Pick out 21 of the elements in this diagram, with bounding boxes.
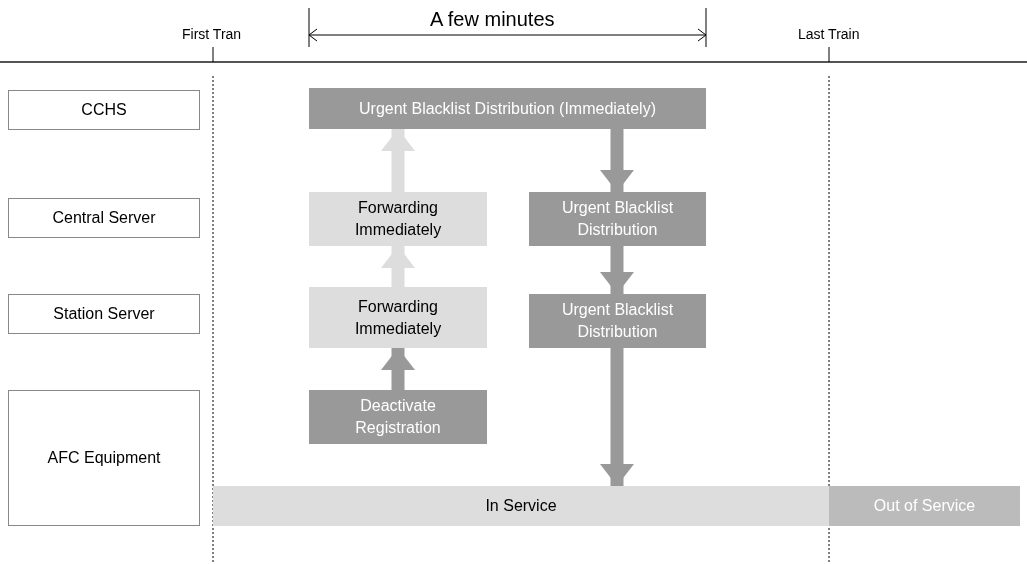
process-box: Urgent Blacklist Distribution — [529, 192, 706, 246]
block-arrow — [381, 246, 415, 287]
lane-label-box: CCHS — [8, 90, 200, 130]
status-bar: Out of Service — [829, 486, 1020, 526]
block-arrow — [600, 129, 634, 192]
time-label: First Tran — [182, 26, 242, 42]
duration-label: A few minutes — [430, 8, 555, 31]
process-box: Forwarding Immediately — [309, 287, 487, 348]
status-bar: In Service — [213, 486, 829, 526]
block-arrow — [600, 246, 634, 294]
process-box: Deactivate Registration — [309, 390, 487, 444]
block-arrow — [381, 348, 415, 390]
time-label: Last Train — [798, 26, 860, 42]
block-arrow — [600, 348, 634, 486]
process-box: Forwarding Immediately — [309, 192, 487, 246]
process-box: Urgent Blacklist Distribution (Immediately) — [309, 88, 706, 129]
lane-label-box: Station Server — [8, 294, 200, 334]
block-arrow — [381, 129, 415, 192]
lane-label-box: Central Server — [8, 198, 200, 238]
lane-label-box: AFC Equipment — [8, 390, 200, 526]
process-box: Urgent Blacklist Distribution — [529, 294, 706, 348]
